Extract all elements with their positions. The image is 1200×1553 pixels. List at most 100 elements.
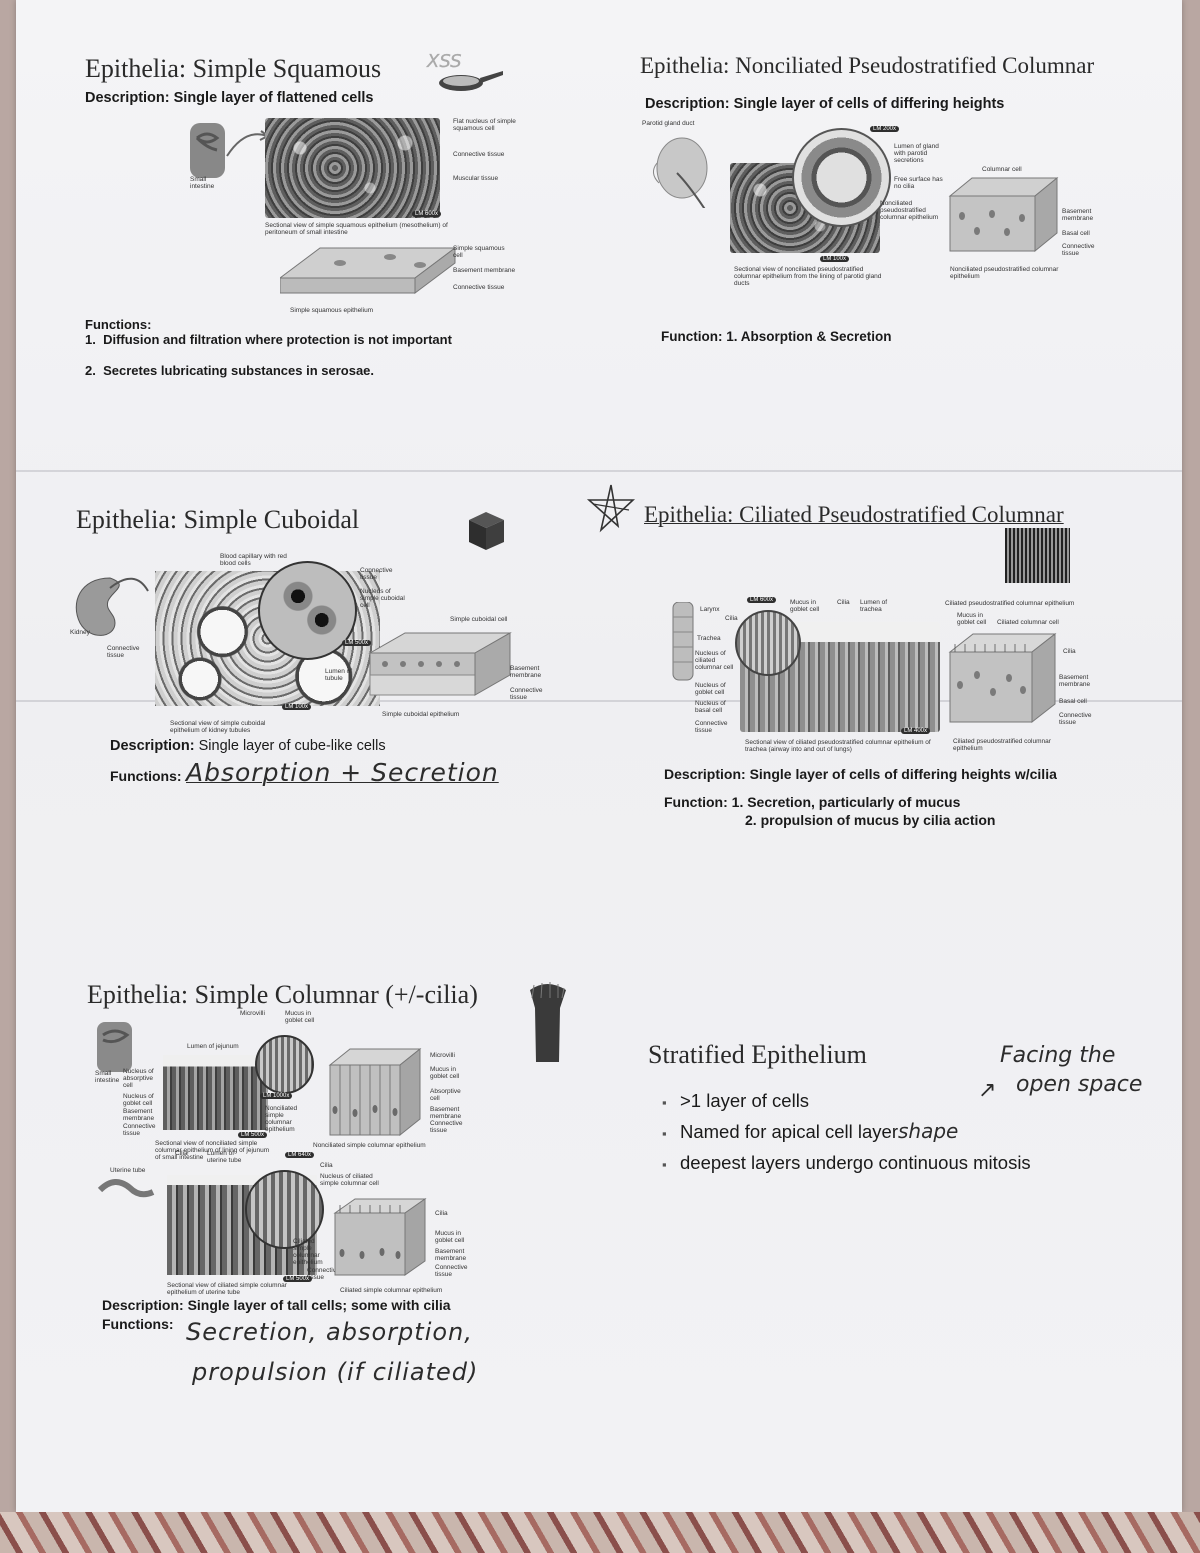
magnification-badge: LM 500x [342, 640, 372, 646]
figure-label: Connective tissue [453, 151, 505, 158]
figure-label: Ciliated columnar cell [997, 619, 1059, 626]
figure-label: Nucleus of basal cell [695, 700, 726, 714]
list-item: >1 layer of cells [662, 1086, 1031, 1117]
functions-label: Functions: [102, 1316, 174, 1332]
figure-label: Connective tissue [435, 1264, 468, 1278]
figure-label: Mucus in goblet cell [790, 599, 820, 613]
figure-label: Parotid gland duct [642, 120, 695, 127]
columnar-block-diagram-2 [333, 1198, 427, 1276]
figure-label: Uterine tube [110, 1167, 146, 1174]
figure-label: Nucleus of ciliated columnar cell [695, 650, 734, 671]
figure-label: Cilia [725, 615, 738, 622]
function-item: 2. Secretes lubricating substances in se… [85, 363, 375, 378]
figure-label: Absorptive cell [430, 1088, 461, 1102]
figure-label: Blood capillary with red blood cells [220, 553, 287, 567]
handwritten-arrow: ↗ [978, 1078, 997, 1103]
functions-label: Functions: [85, 317, 152, 332]
intestine-illustration-icon [97, 1022, 132, 1072]
figure-label: Cilia [320, 1162, 333, 1169]
figure-label: Simple squamous cell [453, 245, 505, 259]
figure-caption: Sectional view of nonciliated simple col… [155, 1140, 270, 1161]
fold-line [16, 700, 1182, 702]
figure-label: Nucleus of goblet cell [695, 682, 726, 696]
figure-label: Muscular tissue [453, 175, 499, 182]
figure-caption: Simple squamous epithelium [290, 307, 374, 314]
figure-label: Lumen of uterine tube [207, 1150, 242, 1164]
figure-label: Small intestine [190, 176, 215, 190]
handwritten-note: shape [897, 1119, 959, 1143]
figure-label: Ciliated pseudostratified columnar epith… [945, 600, 1075, 607]
figure-label: Connective tissue [123, 1123, 156, 1137]
magnification-badge: LM 500x [238, 1132, 268, 1138]
magnification-badge: LM 100x [282, 704, 312, 710]
figure-label: Mucus in goblet cell [435, 1230, 465, 1244]
figure-label: Connective tissue [430, 1120, 463, 1134]
function-item: Function: 1. Secretion, particularly of … [664, 794, 961, 810]
figure-label: Mucus in goblet cell [430, 1066, 460, 1080]
background-fabric [0, 1512, 1200, 1553]
micrograph [163, 1055, 268, 1130]
arrow-icon [226, 130, 270, 157]
figure-label: Flat nucleus of simple squamous cell [453, 118, 516, 132]
figure-label: Connective tissue [360, 567, 393, 581]
function-item: 2. propulsion of mucus by cilia action [745, 812, 996, 828]
figure-label: Cilia [837, 599, 850, 606]
handwritten-answer: Absorption + Secretion [186, 758, 499, 787]
head-illustration-icon [653, 137, 708, 208]
figure-caption: Ciliated simple columnar epithelium [340, 1287, 443, 1294]
figure-label: Connective tissue [453, 284, 505, 291]
magnification-badge: LM 200x [870, 126, 900, 132]
micrograph [265, 118, 440, 218]
figure-label: Simple cuboidal cell [450, 616, 508, 623]
figure-label: Trachea [697, 635, 721, 642]
kidney-illustration-icon [75, 577, 149, 636]
handwritten-answer: Secretion, absorption, [186, 1318, 473, 1346]
figure-label: Lumen of trachea [860, 599, 888, 613]
figure-label: Basement membrane [453, 267, 516, 274]
magnification-badge: LM 100x [820, 256, 850, 262]
figure-label: Cilia [175, 1150, 188, 1157]
fold-line [16, 470, 1182, 472]
magnification-badge: LM 400x [901, 728, 931, 734]
section-title: Stratified Epithelium [648, 1040, 867, 1069]
description: Description: Single layer of flattened c… [85, 90, 374, 106]
figure-label: Connective tissue [695, 720, 728, 734]
figure-label: Connective tissue [1062, 243, 1095, 257]
figure-label: Lumen of jejunum [187, 1043, 239, 1050]
description: Description: Single layer of tall cells;… [102, 1297, 451, 1313]
uterine-tube-illustration-icon [97, 1179, 155, 1198]
figure-caption: Nonciliated pseudostratified columnar ep… [950, 266, 1059, 280]
section-title: Epithelia: Nonciliated Pseudostratified … [640, 53, 1095, 78]
figure-label: Mucus in goblet cell [285, 1010, 315, 1024]
figure-label: Lumen of tubule [325, 668, 353, 682]
figure-label: Microvilli [430, 1052, 455, 1059]
figure-label: Nonciliated simple columnar epithelium [265, 1105, 298, 1133]
figure-caption: Nonciliated simple columnar epithelium [313, 1142, 426, 1149]
figure-label: Basement membrane [510, 665, 542, 679]
columnar-block-diagram-1 [328, 1047, 422, 1137]
figure-label: Connective tissue [510, 687, 543, 701]
figure-label: Basement membrane [123, 1108, 155, 1122]
figure-label: Connective tissue [307, 1267, 340, 1281]
magnification-badge: LM 600x [747, 597, 777, 603]
section-title: Epithelia: Simple Cuboidal [76, 505, 360, 534]
magnified-inset [735, 610, 801, 676]
figure-label: Basement membrane [435, 1248, 467, 1262]
cube-icon [469, 512, 504, 550]
figure-label: Basement membrane [1062, 208, 1094, 222]
torso-illustration-icon [190, 123, 225, 178]
stratified-bullet-list: >1 layer of cells Named for apical cell … [662, 1086, 1031, 1179]
figure-label: Columnar cell [982, 166, 1022, 173]
figure-caption: Sectional view of nonciliated pseudostra… [734, 266, 882, 287]
list-item: Named for apical cell layershape [662, 1117, 1031, 1148]
ciliated-micrograph-thumbnail [1005, 528, 1070, 583]
figure-label: Nucleus of absorptive cell [123, 1068, 154, 1089]
cuboidal-block-diagram [368, 632, 512, 696]
frying-pan-doodle: XSS [425, 45, 505, 105]
handwritten-note: Facing the [1000, 1043, 1116, 1068]
list-item: deepest layers undergo continuous mitosi… [662, 1148, 1031, 1179]
figure-label: Basal cell [1062, 230, 1090, 237]
description: Description: Single layer of cells of di… [645, 96, 1005, 112]
figure-label: Lumen of gland with parotid secretions [894, 143, 939, 164]
figure-label: Microvilli [240, 1010, 265, 1017]
